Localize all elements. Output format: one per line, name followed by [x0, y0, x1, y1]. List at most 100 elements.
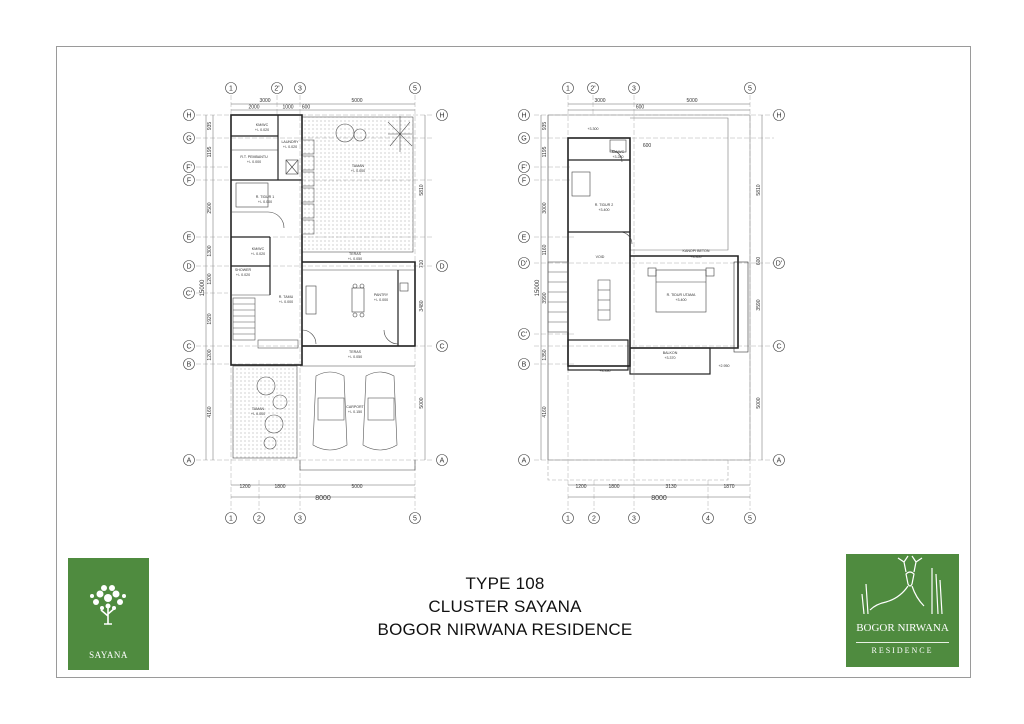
grid-label: 2' — [590, 86, 595, 93]
grid-label: A — [187, 458, 192, 465]
room-label: R.T. PEMBANTU — [240, 155, 268, 159]
room-level: +/- 0.000 — [279, 300, 293, 304]
grid-label: A — [777, 458, 782, 465]
dim-label: 3000 — [594, 98, 605, 104]
grid-label: 5 — [413, 86, 417, 93]
room-level: +/- 0.000 — [258, 200, 272, 204]
room-level: +3.300 — [690, 255, 701, 259]
room-label: PANTRY — [374, 293, 389, 297]
grid-label: F' — [521, 165, 527, 172]
grid-label: C — [186, 344, 191, 351]
room-label: R. TIDUR UTAMA — [667, 293, 696, 297]
grid-label: 2 — [592, 516, 596, 523]
room-label: R. TIDUR 2 — [595, 203, 614, 207]
grid-label: B — [187, 362, 192, 369]
room-label: KM/WC — [256, 123, 269, 127]
dim-label: 935 — [207, 122, 213, 131]
room-label: TAMAN — [252, 407, 265, 411]
ground-floor-plan — [196, 95, 434, 510]
dim-label: 3480 — [419, 300, 425, 311]
dim-label: 600 — [636, 105, 645, 111]
ground-grid-bubbles: 1 2' 3 5 1 2 3 5 H G F' F E D C' C B A H… — [183, 82, 448, 524]
grid-label: 1 — [566, 86, 570, 93]
dim-label: 5000 — [419, 397, 425, 408]
grid-label: G — [186, 136, 191, 143]
car-icon — [312, 371, 348, 451]
upper-grid-bubbles: 1 2' 3 5 1 2 3 4 5 H G F' F E D' C' B A … — [518, 82, 785, 524]
dim-label: 1200 — [207, 349, 213, 360]
room-label: TERAS — [349, 252, 362, 256]
logo-divider — [856, 642, 949, 643]
grid-label: 3 — [632, 516, 636, 523]
dim-label: 8000 — [315, 495, 331, 502]
room-level: +3.400 — [598, 208, 609, 212]
dim-label: 3590 — [756, 299, 762, 310]
dim-label: 5000 — [351, 98, 362, 104]
dim-label: 1800 — [608, 484, 619, 490]
room-label: CARPORT — [346, 405, 364, 409]
room-level: +3.300 — [587, 127, 598, 131]
grid-label: D' — [776, 261, 782, 268]
dim-label: 935 — [542, 122, 548, 131]
grid-label: 5 — [413, 516, 417, 523]
grid-label: F — [522, 178, 526, 185]
room-level: +/- 0.150 — [348, 410, 362, 414]
room-level: +/- 0.020 — [251, 252, 265, 256]
grid-label: 1 — [229, 516, 233, 523]
grid-label: D' — [521, 261, 527, 268]
grid-label: D — [439, 264, 444, 271]
dim-label: 1200 — [239, 484, 250, 490]
title-residence: BOGOR NIRWANA RESIDENCE — [377, 620, 633, 639]
title-type: TYPE 108 — [465, 574, 545, 593]
tree-icon — [90, 585, 126, 625]
room-label: BALKON — [663, 351, 678, 355]
grid-label: C' — [521, 332, 527, 339]
residence-logo-text: RESIDENCE — [871, 646, 934, 655]
room-label: R. TIDUR 1 — [256, 195, 275, 199]
grid-label: H — [521, 113, 526, 120]
grid-label: H — [439, 113, 444, 120]
grid-label: A — [522, 458, 527, 465]
room-label: R. TAMU — [279, 295, 294, 299]
grid-label: F — [187, 178, 191, 185]
grid-label: C — [776, 344, 781, 351]
sayana-logo-text: SAYANA — [89, 650, 128, 660]
upper-dimension-labels: 3000 600 5000 1200 1800 3130 1870 8000 9… — [535, 98, 762, 502]
dim-label: 1200 — [207, 273, 213, 284]
dim-label: 5810 — [419, 184, 425, 195]
title-cluster: CLUSTER SAYANA — [428, 597, 582, 616]
room-level: +/- 0.050 — [348, 355, 362, 359]
room-label: KM/WC — [252, 247, 265, 251]
bogor-nirwana-logo: BOGOR NIRWANA RESIDENCE — [846, 554, 959, 667]
drawing-sheet-border — [56, 46, 971, 678]
dim-label: 3130 — [665, 484, 676, 490]
grid-label: 5 — [748, 516, 752, 523]
room-level: +3.370 — [664, 356, 675, 360]
grid-label: 1 — [566, 516, 570, 523]
dim-label: 1350 — [542, 349, 548, 360]
dim-label: 1300 — [207, 245, 213, 256]
room-level: +/- 0.020 — [255, 128, 269, 132]
bogor-nirwana-logo-text: BOGOR NIRWANA — [856, 622, 949, 634]
dim-label: 5000 — [351, 484, 362, 490]
dim-label: 1920 — [207, 313, 213, 324]
grid-label: A — [440, 458, 445, 465]
room-level: +2.950 — [718, 364, 729, 368]
car-icon — [362, 371, 398, 451]
grid-label: 2' — [274, 86, 279, 93]
dim-label: 8000 — [651, 495, 667, 502]
ground-dimension-labels: 3000 2000 1000 600 5000 1200 1800 5000 8… — [200, 98, 425, 502]
grid-label: 4 — [706, 516, 710, 523]
dim-label: 1195 — [207, 146, 213, 157]
dim-label: 15000 — [535, 279, 541, 296]
tree-symbol-icon — [256, 116, 413, 450]
room-level: +3.390 — [599, 369, 610, 373]
upper-floor-plan — [534, 95, 774, 510]
sayana-logo: SAYANA — [68, 558, 149, 670]
grid-label: 5 — [748, 86, 752, 93]
dim-label: 1870 — [723, 484, 734, 490]
room-label: KANOPI BETON — [683, 249, 710, 253]
room-level: +3.400 — [675, 298, 686, 302]
dim-label: 5810 — [756, 184, 762, 195]
dim-label: 2000 — [248, 105, 259, 111]
